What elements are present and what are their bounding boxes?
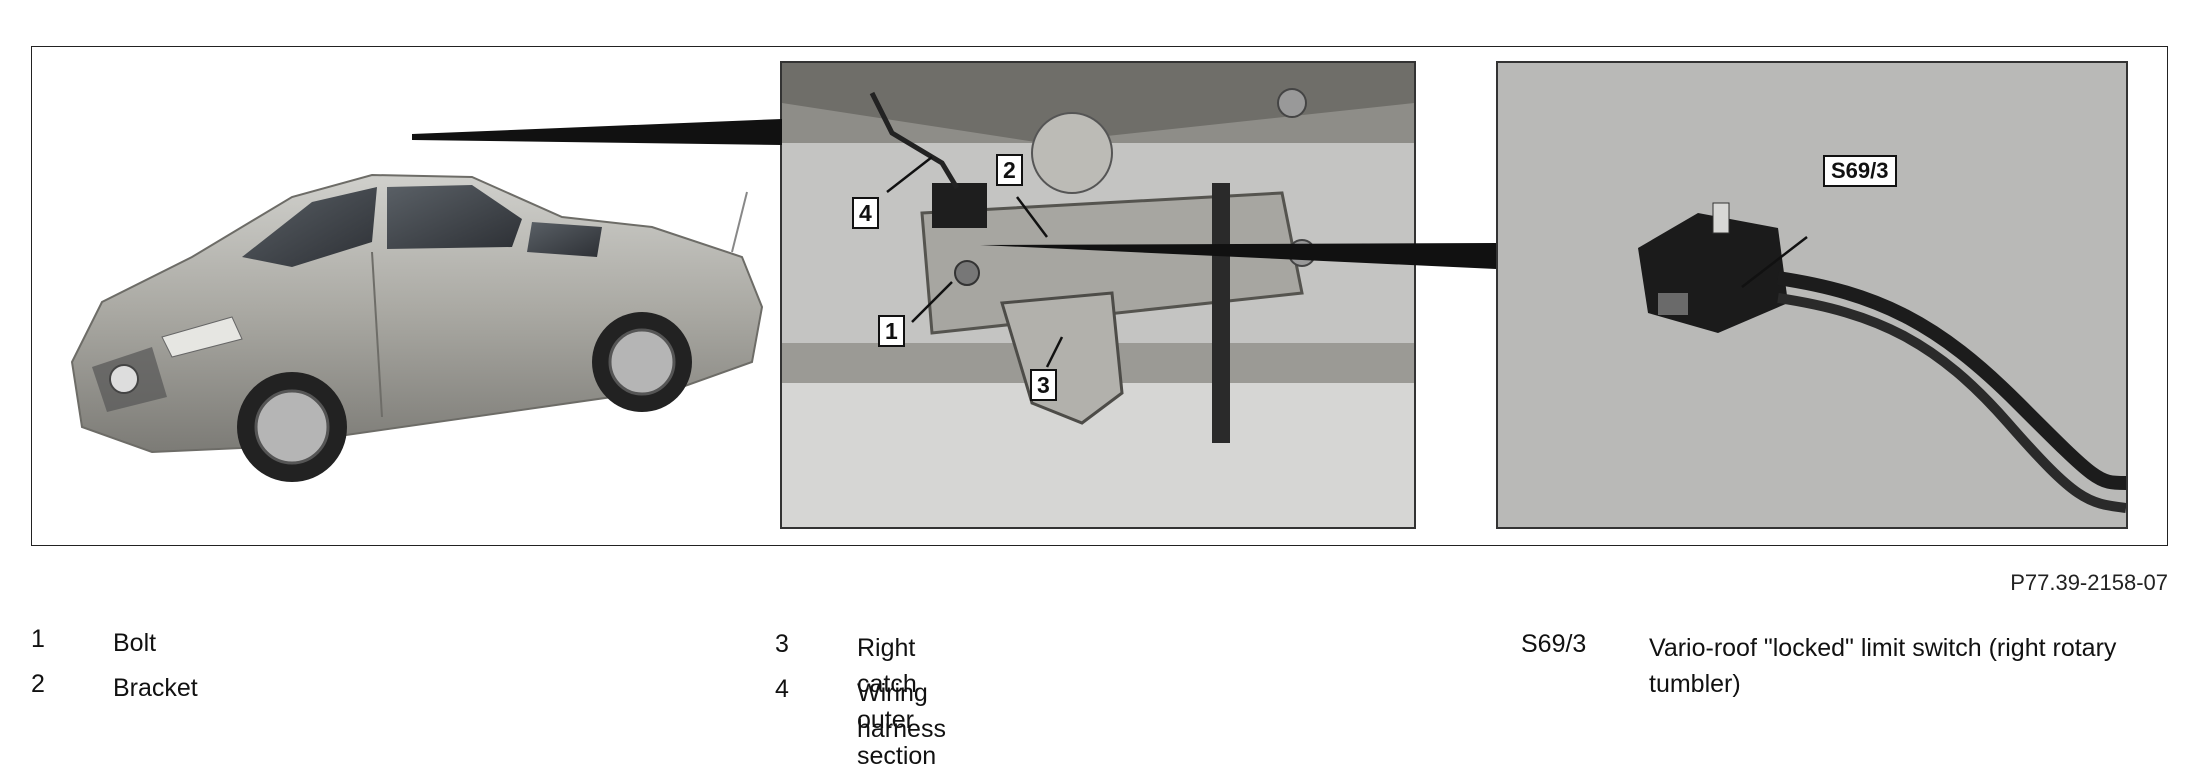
switch-photo-panel bbox=[1496, 61, 2128, 529]
legend-text: Wiring harness bbox=[857, 679, 946, 743]
callout-4: 4 bbox=[852, 197, 879, 229]
figure-reference: P77.39-2158-07 bbox=[2010, 570, 2168, 595]
callout-1: 1 bbox=[878, 315, 905, 347]
legend-number: 1 bbox=[31, 625, 45, 653]
callout-2: 2 bbox=[996, 154, 1023, 186]
figure-frame: 2 4 1 3 S69/3 bbox=[31, 46, 2168, 546]
legend-text: Bolt bbox=[113, 629, 157, 657]
latch-mechanism-illustration bbox=[782, 63, 1414, 527]
legend-number: 2 bbox=[31, 670, 45, 698]
legend-number: 4 bbox=[775, 675, 789, 703]
callout-3: 3 bbox=[1030, 369, 1057, 401]
car-illustration bbox=[70, 173, 764, 482]
detail-photo-panel bbox=[780, 61, 1416, 529]
legend-number: S69/3 bbox=[1521, 630, 1587, 658]
legend-number: 3 bbox=[775, 630, 789, 658]
limit-switch-illustration bbox=[1498, 63, 2126, 527]
legend-text: Vario-roof "locked" limit switch (right … bbox=[1649, 634, 2117, 698]
callout-s69-3: S69/3 bbox=[1823, 155, 1897, 187]
legend-text: Bracket bbox=[113, 674, 198, 702]
